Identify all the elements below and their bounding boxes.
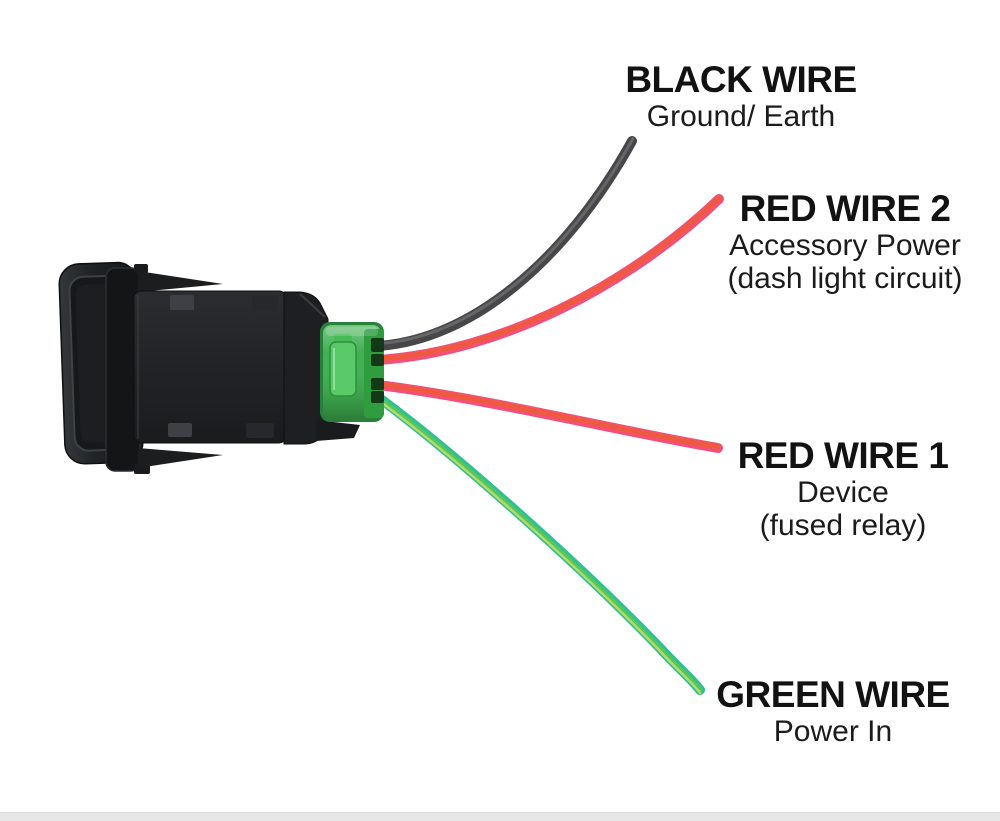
label-green-wire: GREEN WIRE Power In [716, 674, 950, 749]
label-black-wire-sub: Ground/ Earth [646, 100, 836, 133]
label-black-wire: BLACK WIRE Ground/ Earth [625, 59, 857, 134]
label-red-wire-1: RED WIRE 1 Device (fused relay) [737, 435, 949, 543]
connector-pin-shroud [364, 329, 384, 418]
bottom-edge-strip [0, 812, 1000, 821]
black-wire [373, 136, 637, 351]
red-wire-2 [373, 194, 724, 365]
connector-lower-lip [316, 420, 360, 441]
label-red-wire-1-title: RED WIRE 1 [737, 435, 949, 476]
label-red-wire-2-title: RED WIRE 2 [739, 188, 951, 229]
switch-body [133, 290, 287, 444]
label-red-wire-2-sub1: Accessory Power [729, 229, 961, 262]
red-wire-1 [373, 380, 723, 453]
connector-housing [320, 322, 384, 422]
mounting-clip-bottom [138, 448, 223, 468]
label-red-wire-1-sub2: (fused relay) [759, 509, 927, 542]
label-black-wire-title: BLACK WIRE [625, 59, 857, 100]
mounting-clip-top [138, 271, 223, 292]
label-green-wire-title: GREEN WIRE [716, 674, 950, 715]
label-green-wire-sub: Power In [773, 715, 893, 748]
label-red-wire-2-sub2: (dash light circuit) [727, 262, 963, 295]
label-red-wire-2: RED WIRE 2 Accessory Power (dash light c… [727, 188, 963, 296]
green-wire [373, 392, 705, 695]
connector-latch [329, 334, 357, 397]
label-red-wire-1-sub1: Device [797, 476, 889, 509]
